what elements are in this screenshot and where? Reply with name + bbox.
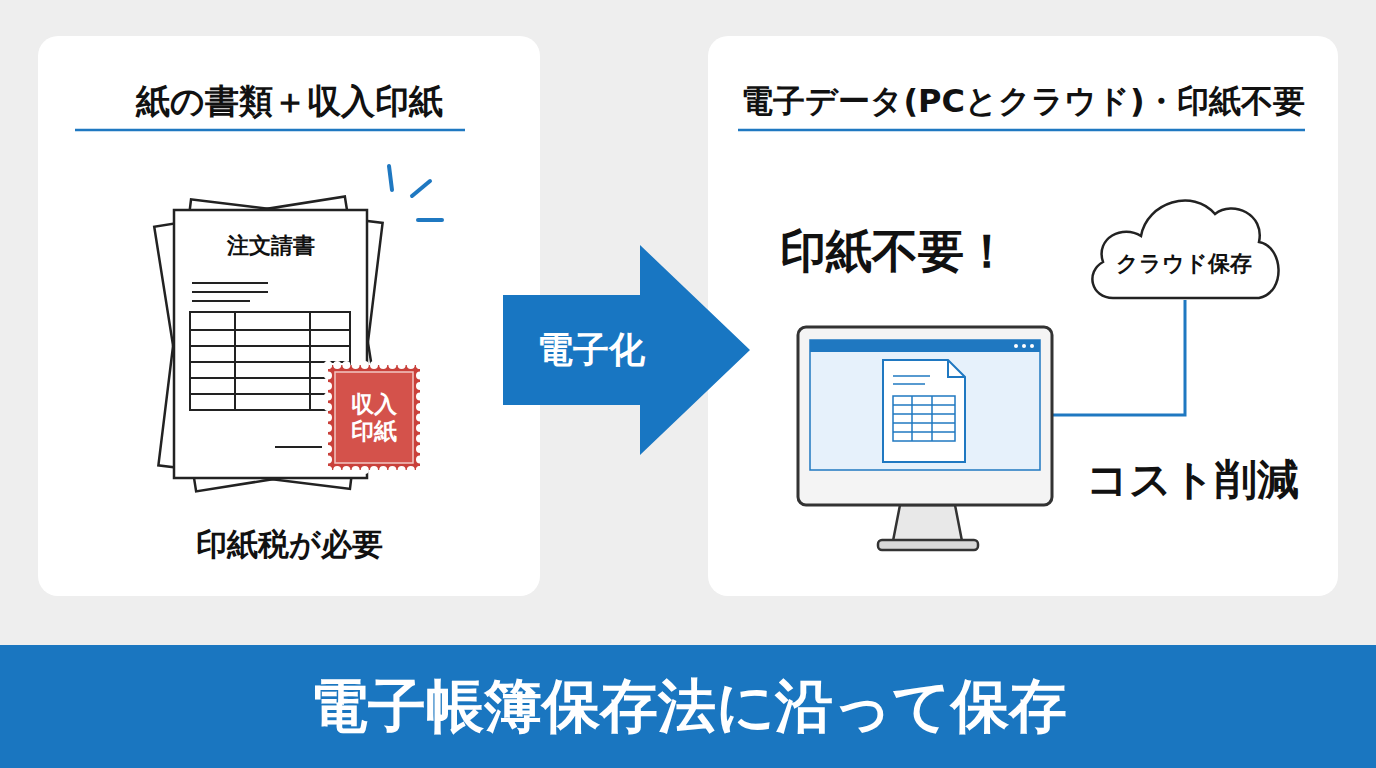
- document-title: 注文請書: [227, 233, 315, 259]
- revenue-stamp: 収入 印紙: [328, 365, 420, 470]
- panel-ground: [708, 36, 1338, 596]
- stamp-perforation: [333, 361, 341, 369]
- arrow-label-box: 電子化: [503, 295, 678, 405]
- footer-title-box: 電子帳簿保存法に沿って保存: [0, 645, 1376, 768]
- stamp-perforation: [324, 361, 332, 369]
- stamp-perforation: [416, 382, 424, 390]
- cloud-link-line: [1052, 300, 1185, 415]
- stamp-perforation: [324, 466, 332, 474]
- stamp-perforation: [416, 466, 424, 474]
- headline-text: 印紙不要！: [780, 224, 1010, 279]
- cloud-label-box: クラウド保存: [1095, 242, 1273, 286]
- stamp-perforation: [352, 466, 360, 474]
- stamp-perforation: [324, 466, 332, 474]
- benefit-text: コスト削減: [1086, 455, 1299, 505]
- stamp-perforation: [416, 424, 424, 432]
- stamp-perforation: [416, 435, 424, 443]
- stamp-body: [328, 365, 420, 470]
- stamp-perforation: [379, 361, 387, 369]
- stamp-perforation: [324, 382, 332, 390]
- signature-line: [275, 446, 322, 448]
- stamp-perforation: [342, 466, 350, 474]
- footer-title: 電子帳簿保存法に沿って保存: [310, 672, 1067, 742]
- monitor: [798, 327, 1052, 550]
- sparkle: [389, 166, 442, 220]
- stamp-perforation: [388, 361, 396, 369]
- panel-ground: [38, 36, 540, 596]
- process-arrow: 電子化: [503, 245, 750, 455]
- cloud-shape: [1092, 201, 1278, 298]
- stamp-perforation: [416, 466, 424, 474]
- stamp-perforation: [407, 466, 415, 474]
- stamp-perforation: [370, 361, 378, 369]
- arrow-shape: [503, 245, 750, 455]
- stamp-perforation: [416, 445, 424, 453]
- title-underline: [75, 129, 465, 132]
- document-table: [190, 312, 350, 410]
- panel-title: 紙の書類＋収入印紙: [136, 81, 443, 122]
- digital-panel: 電子データ(PCとクラウド)・印紙不要印紙不要！ コスト削減 クラウド保存: [708, 36, 1338, 596]
- stamp-perforation: [416, 414, 424, 422]
- document: 注文請書収入 印紙: [174, 210, 367, 478]
- stamp-perforation: [388, 466, 396, 474]
- panel-title: 電子データ(PCとクラウド)・印紙不要: [741, 82, 1304, 120]
- stamp-perforation: [324, 445, 332, 453]
- panel-title-box: 電子データ(PCとクラウド)・印紙不要: [708, 76, 1338, 126]
- stamp-perforation: [324, 361, 332, 369]
- cloud-storage: クラウド保存: [1083, 180, 1285, 300]
- stamp-perforation: [352, 361, 360, 369]
- cloud-label: クラウド保存: [1116, 251, 1252, 277]
- document-title-box: 注文請書: [174, 228, 367, 264]
- title-underline: [738, 129, 1305, 132]
- panel-title-box: 紙の書類＋収入印紙: [38, 76, 540, 126]
- stamp-perforation: [379, 466, 387, 474]
- paper-panel: 紙の書類＋収入印紙印紙税が必要注文請書収入 印紙: [38, 36, 540, 596]
- stamp-perforation: [398, 361, 406, 369]
- stamp-perforation: [407, 361, 415, 369]
- stamp-perforation: [324, 372, 332, 380]
- stamp-perforation: [324, 393, 332, 401]
- panel-note: 印紙税が必要: [196, 526, 383, 563]
- stamp-perforation: [324, 403, 332, 411]
- stamp-perforation: [416, 372, 424, 380]
- stamp-perforation: [342, 361, 350, 369]
- stamp-perforation: [416, 361, 424, 369]
- stamp-perforation: [398, 466, 406, 474]
- stamp-perforation: [361, 361, 369, 369]
- stamp-perforation: [324, 435, 332, 443]
- stamp-inner: [335, 372, 413, 463]
- stamp-label: 収入 印紙: [338, 391, 410, 445]
- stamp-perforation: [416, 403, 424, 411]
- cloud-storage-outline: [1083, 180, 1285, 300]
- arrow-label: 電子化: [537, 328, 645, 371]
- document-lines: [192, 283, 268, 301]
- stamp-perforation: [416, 456, 424, 464]
- panel-note-box: 印紙税が必要: [38, 520, 540, 570]
- stamp-perforation: [324, 424, 332, 432]
- benefit-text-box: コスト削減: [1072, 450, 1312, 510]
- stamp-perforation: [333, 466, 341, 474]
- stamp-perforation: [416, 393, 424, 401]
- stamp-perforation: [370, 466, 378, 474]
- stamp-perforation: [361, 466, 369, 474]
- stamp-label-box: 収入 印紙: [338, 371, 410, 464]
- stamp-perforation: [324, 456, 332, 464]
- footer-band: 電子帳簿保存法に沿って保存: [0, 645, 1376, 768]
- stamp-perforation: [416, 361, 424, 369]
- headline-text-box: 印紙不要！: [745, 220, 1045, 284]
- stamp-perforation: [324, 414, 332, 422]
